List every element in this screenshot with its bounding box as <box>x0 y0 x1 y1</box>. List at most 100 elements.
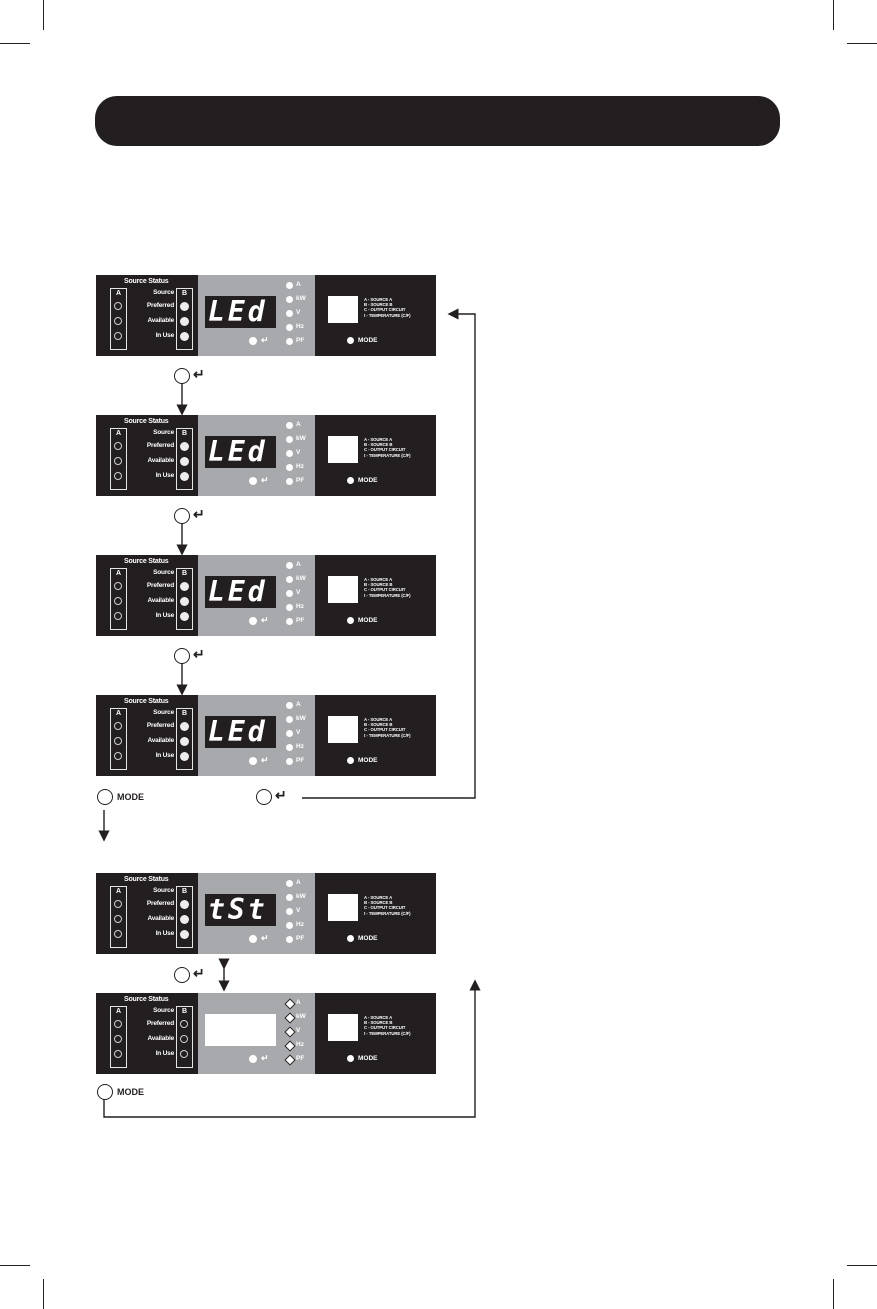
enter-icon: ↵ <box>261 1053 269 1063</box>
unit-indicator-label: PF <box>296 757 305 764</box>
mode-legend-item: B - SOURCE B <box>364 1020 393 1026</box>
crop-mark <box>833 1279 834 1309</box>
enter-button-2[interactable] <box>174 508 190 524</box>
unit-indicator-led <box>286 894 293 901</box>
crop-mark <box>0 1265 30 1266</box>
unit-indicator-label: kW <box>296 715 306 722</box>
mode-legend-item: A - SOURCE A <box>364 577 393 582</box>
seven-segment-display: LEd <box>205 435 276 468</box>
unit-indicator-label: kW <box>296 435 306 442</box>
mode-display <box>328 716 358 743</box>
source-a-column: A <box>110 886 127 948</box>
return-loop-arrow <box>103 979 481 1118</box>
source-status-label: Source <box>153 709 174 716</box>
led-indicator <box>114 915 122 923</box>
unit-indicator-led <box>286 604 293 611</box>
unit-indicator-led <box>286 936 293 943</box>
display-readout: LEd <box>208 575 268 608</box>
mode-legend-item: C - OUTPUT CIRCUIT <box>364 447 406 453</box>
enter-icon: ↵ <box>193 366 205 382</box>
unit-indicator-led <box>286 880 293 887</box>
source-status-label: Available <box>147 457 174 464</box>
mode-legend-item: C - OUTPUT CIRCUIT <box>364 727 406 733</box>
unit-indicator-led <box>286 576 293 583</box>
unit-indicator-label: PF <box>296 617 305 624</box>
seven-segment-display: LEd <box>205 715 276 748</box>
unit-indicator-led <box>286 730 293 737</box>
source-b-column: B <box>176 1006 193 1068</box>
unit-indicator-led <box>286 422 293 429</box>
source-status-label: Available <box>147 597 174 604</box>
led-indicator <box>114 1050 122 1058</box>
unit-indicator-led <box>286 590 293 597</box>
source-status-label: Preferred <box>146 1020 174 1027</box>
led-indicator <box>114 737 122 745</box>
unit-indicator-label: Hz <box>296 603 304 610</box>
mode-legend-item: C - OUTPUT CIRCUIT <box>364 1025 406 1031</box>
unit-indicator-label: PF <box>296 935 305 942</box>
unit-indicator-label: kW <box>296 575 306 582</box>
mode-label: MODE <box>358 935 378 942</box>
mode-legend-item: B - SOURCE B <box>364 442 393 448</box>
led-indicator <box>180 915 189 924</box>
unit-indicator-label: Hz <box>296 463 304 470</box>
source-status-label: Preferred <box>146 442 174 449</box>
column-a-label: A <box>115 290 122 297</box>
led-indicator <box>180 597 189 606</box>
source-status-title: Source Status <box>124 558 169 565</box>
enter-button-4[interactable] <box>256 789 272 805</box>
unit-indicator-led <box>286 478 293 485</box>
enter-led <box>249 617 257 625</box>
source-status-label: Preferred <box>146 722 174 729</box>
mode-legend-item: t - TEMPERATURE (C/F) <box>364 312 411 318</box>
column-b-label: B <box>181 570 188 577</box>
column-a-label: A <box>115 570 122 577</box>
mode-display <box>328 576 358 603</box>
source-b-column: B <box>176 428 193 490</box>
mode-legend-item: C - OUTPUT CIRCUIT <box>364 587 406 593</box>
mode-legend-item: t - TEMPERATURE (C/F) <box>364 910 411 916</box>
mode-button-label: MODE <box>117 792 144 802</box>
unit-indicator-label: Hz <box>296 1041 304 1048</box>
mode-button-2[interactable] <box>97 1084 113 1100</box>
led-indicator <box>114 442 122 450</box>
column-a-label: A <box>115 710 122 717</box>
unit-indicator-label: PF <box>296 477 305 484</box>
source-status-label: Preferred <box>146 582 174 589</box>
led-indicator <box>180 442 189 451</box>
seven-segment-display <box>205 1014 276 1046</box>
crop-mark <box>833 0 834 30</box>
unit-indicator-label: V <box>296 729 301 736</box>
enter-icon: ↵ <box>275 787 287 803</box>
source-status-label: Source <box>153 429 174 436</box>
mode-button-1[interactable] <box>97 789 113 805</box>
led-indicator <box>180 332 189 341</box>
column-b-label: B <box>181 1008 188 1015</box>
display-readout: tSt <box>208 893 268 926</box>
enter-button-1[interactable] <box>174 368 190 384</box>
unit-indicator-label: PF <box>296 1055 305 1062</box>
enter-button-3[interactable] <box>174 648 190 664</box>
mode-label: MODE <box>358 1055 378 1062</box>
source-status-title: Source Status <box>124 278 169 285</box>
mode-display <box>328 894 358 921</box>
source-status-label: Available <box>147 1035 174 1042</box>
unit-indicator-led <box>286 562 293 569</box>
source-a-column: A <box>110 428 127 490</box>
unit-indicator-label: V <box>296 589 301 596</box>
source-status-label: In Use <box>155 752 175 759</box>
column-b-label: B <box>181 710 188 717</box>
mode-legend-item: t - TEMPERATURE (C/F) <box>364 452 411 458</box>
unit-indicator-led <box>286 702 293 709</box>
unit-indicator-label: A <box>296 879 301 886</box>
enter-button-5[interactable] <box>174 967 190 983</box>
led-indicator <box>114 900 122 908</box>
source-status-label: Available <box>147 915 174 922</box>
